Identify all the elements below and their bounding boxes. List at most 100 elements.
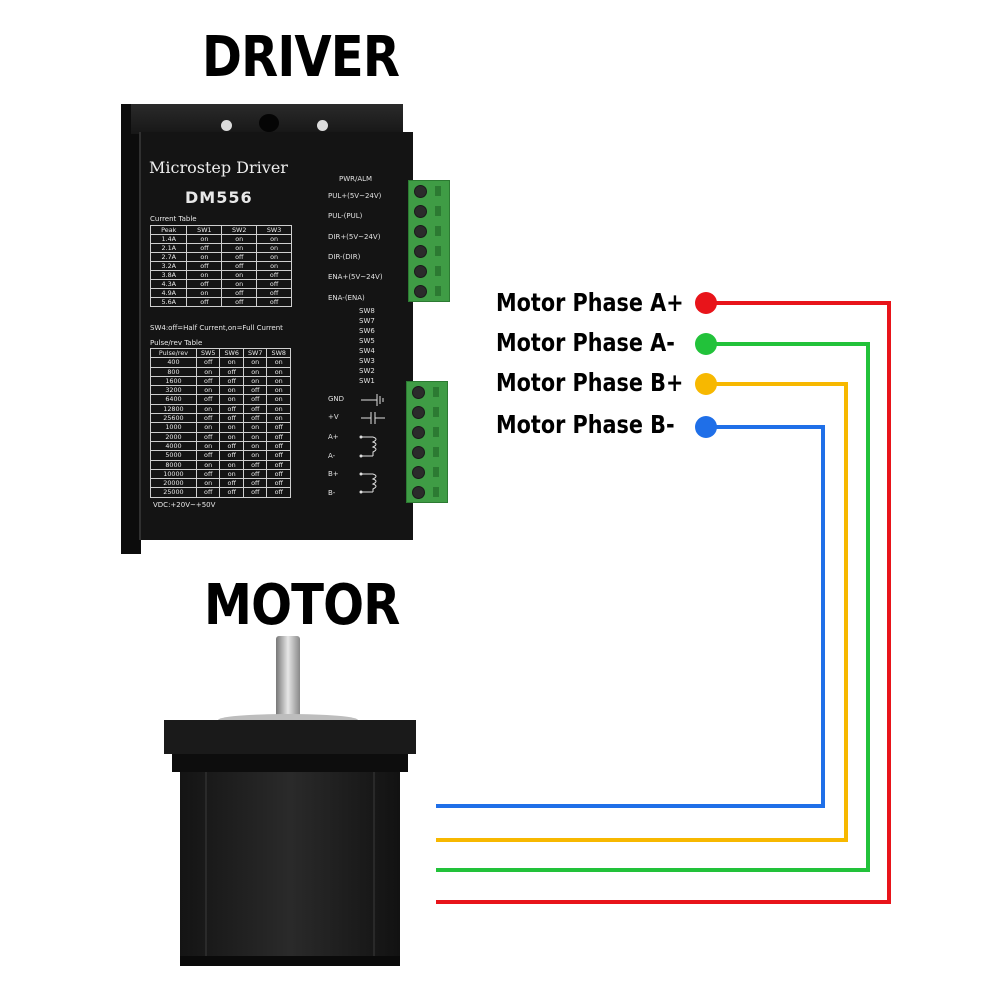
terminal-slot: [435, 186, 441, 196]
pulse-table-cell: off: [266, 478, 291, 489]
pulse-table-cell: 25000: [150, 487, 197, 498]
switch-label: SW5: [359, 337, 375, 345]
switch-label: SW7: [359, 317, 375, 325]
pulse-table-cell: 400: [150, 357, 197, 368]
terminal-slot: [433, 447, 439, 457]
terminal-screw-icon: [414, 185, 427, 198]
terminal-slot: [435, 206, 441, 216]
pulse-table-cell: on: [266, 357, 291, 368]
terminal-slot: [435, 286, 441, 296]
pulse-table-cell: 2000: [150, 431, 197, 442]
terminal-screw-icon: [414, 205, 427, 218]
terminal-screw-icon: [412, 406, 425, 419]
sw4-note: SW4:off=Half Current,on=Full Current: [150, 324, 283, 332]
phase-wire: [436, 301, 891, 904]
pulse-table-cell: on: [219, 357, 244, 368]
phase-wire: [436, 382, 848, 842]
terminal-screw-icon: [414, 225, 427, 238]
terminal-screw-icon: [412, 466, 425, 479]
pulse-table-cell: off: [195, 375, 221, 387]
motor-title: MOTOR: [204, 573, 400, 638]
pulse-table-cell: off: [266, 440, 291, 452]
pulse-table-cell: 6400: [150, 394, 197, 405]
stepper-driver: Microstep Driver DM556 Current Table Pea…: [121, 104, 413, 554]
pulse-table-cell: 3200: [150, 385, 197, 396]
pulse-table-cell: off: [266, 422, 291, 433]
power-label: B-: [328, 489, 336, 497]
terminal-slot: [433, 467, 439, 477]
pulse-table-cell: on: [266, 394, 291, 405]
pulse-table-header-cell: Pulse/rev: [150, 347, 197, 359]
terminal-slot: [433, 487, 439, 497]
pulse-table-cell: on: [266, 385, 291, 396]
switch-label: SW8: [359, 307, 375, 315]
pulse-table-cell: off: [195, 413, 221, 424]
pulse-table-cell: 4000: [150, 440, 197, 452]
pulse-table-cell: on: [195, 422, 221, 433]
pulse-table-cell: 5000: [150, 450, 197, 461]
terminal-slot: [433, 427, 439, 437]
pulse-table-cell: off: [219, 375, 244, 387]
pulse-table-cell: off: [266, 450, 291, 461]
pulse-table-cell: on: [219, 422, 244, 433]
motor-shaft: [276, 636, 300, 726]
pulse-table-cell: on: [195, 385, 221, 396]
pulse-table-header-cell: SW5: [195, 347, 221, 359]
screw-icon: [221, 120, 232, 131]
pulse-table-cell: on: [266, 403, 291, 415]
driver-brand: Microstep Driver: [149, 158, 288, 177]
phase-dot-icon: [695, 333, 717, 355]
pulse-table-cell: on: [195, 440, 221, 452]
pulse-table-cell: 25600: [150, 413, 197, 424]
power-label: A-: [328, 452, 336, 460]
terminal-screw-icon: [414, 245, 427, 258]
signal-label: PUL+(5V~24V): [328, 192, 382, 200]
pulse-table-cell: off: [219, 450, 244, 461]
phase-dot-icon: [695, 416, 717, 438]
signal-label: PWR/ALM: [339, 175, 373, 183]
pulse-table-cell: on: [219, 394, 244, 405]
pulse-table-cell: on: [219, 431, 244, 442]
terminal-screw-icon: [412, 486, 425, 499]
pulse-table-cell: 10000: [150, 468, 197, 480]
pulse-table-cell: on: [219, 385, 244, 396]
terminal-screw-icon: [414, 285, 427, 298]
signal-label: ENA+(5V~24V): [328, 273, 383, 281]
pulse-table-cell: off: [195, 431, 221, 442]
pulse-table-cell: on: [195, 459, 221, 470]
phase-label-a-minus: Motor Phase A-: [496, 328, 675, 357]
pulse-table-cell: off: [266, 468, 291, 480]
phase-dot-icon: [695, 373, 717, 395]
signal-label: DIR-(DIR): [328, 253, 361, 261]
pulse-table-cell: 20000: [150, 478, 197, 489]
current-table-cell: off: [256, 297, 292, 307]
signal-label: ENA-(ENA): [328, 294, 365, 302]
pulse-table-cell: off: [266, 459, 291, 470]
pulse-table-cell: off: [219, 366, 244, 377]
driver-model: DM556: [185, 188, 253, 207]
terminal-slot: [433, 407, 439, 417]
phase-dot-icon: [695, 292, 717, 314]
terminal-screw-icon: [412, 426, 425, 439]
pulse-table-cell: on: [195, 403, 221, 415]
terminal-screw-icon: [412, 446, 425, 459]
power-label: A+: [328, 433, 339, 441]
pulse-table-cell: on: [195, 366, 221, 377]
pulse-table-cell: 800: [150, 366, 197, 377]
mount-hole-icon: [259, 114, 279, 132]
stepper-motor: [164, 636, 416, 966]
pulse-table-cell: on: [219, 459, 244, 470]
terminal-slot: [435, 246, 441, 256]
